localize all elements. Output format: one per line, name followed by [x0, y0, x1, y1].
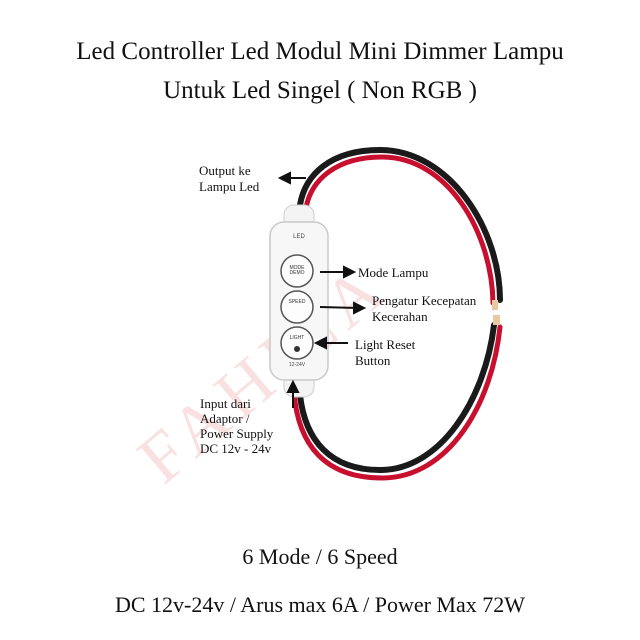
mode-button-text: MODE DEMO: [289, 265, 305, 276]
light-button-circle: [280, 326, 314, 360]
speed-button-text: SPEED: [288, 299, 306, 305]
reset-label-line-1: Light Reset: [355, 337, 416, 352]
title-line-2: Untuk Led Singel ( Non RGB ): [163, 77, 477, 104]
device-bottom-text: 12-24V: [288, 362, 306, 368]
speed-button-circle: [280, 290, 314, 324]
output-wire-tip: [492, 300, 498, 310]
output-cable-black: [297, 146, 503, 303]
reset-label-line-2: Button: [355, 353, 391, 368]
light-button-dot: [294, 346, 300, 352]
input-label-line-1: Input dari: [200, 396, 251, 411]
mode-button-circle: [280, 254, 314, 288]
input-label-line-4: DC 12v - 24v: [200, 441, 272, 456]
arrows: [277, 171, 367, 408]
spec-power: DC 12v-24v / Arus max 6A / Power Max 72W: [114, 592, 526, 617]
input-cable-black: [297, 322, 497, 474]
mode-label: Mode Lampu: [358, 265, 429, 280]
speed-label-line-2: Kecerahan: [372, 309, 428, 324]
title-line-1: Led Controller Led Modul Mini Dimmer Lam…: [76, 38, 564, 65]
input-wire-tip: [493, 315, 500, 325]
output-label-line-1: Output ke: [199, 163, 251, 178]
input-label-line-3: Power Supply: [200, 426, 274, 441]
input-label-line-2: Adaptor /: [200, 411, 250, 426]
device-top-text: LED: [293, 234, 305, 240]
spec-modes: 6 Mode / 6 Speed: [242, 544, 398, 569]
output-label-line-2: Lampu Led: [199, 179, 260, 194]
light-button-text: LIGHT: [289, 335, 305, 341]
output-cable-red: [303, 154, 496, 306]
speed-label-line-1: Pengatur Kecepatan: [372, 293, 477, 308]
input-cable-red: [291, 324, 503, 481]
